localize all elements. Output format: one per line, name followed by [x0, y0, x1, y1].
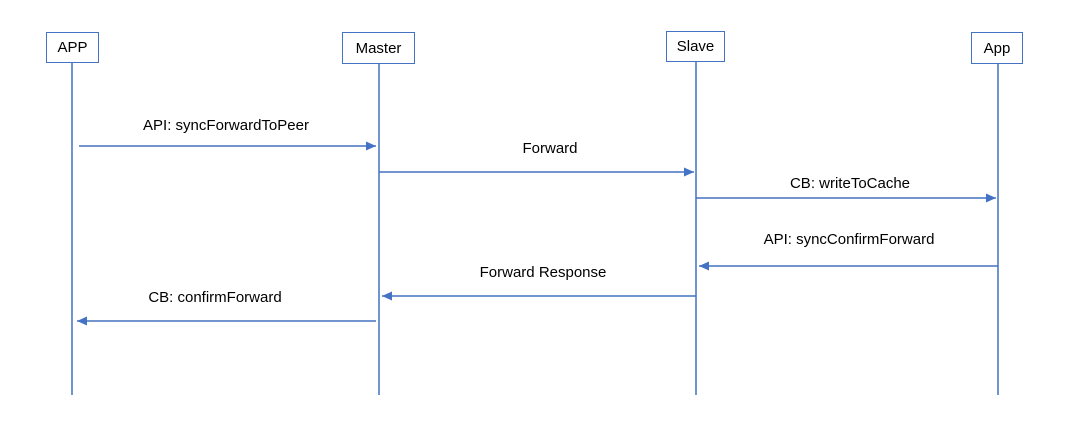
message-label-confirm-forward: CB: confirmForward [148, 289, 282, 306]
actor-label-master: Master [355, 39, 402, 57]
actor-box-slave: Slave [666, 31, 725, 62]
message-label-sync-confirm-forward: API: syncConfirmForward [763, 231, 935, 248]
actor-label-app-left: APP [57, 39, 88, 56]
message-label-forward: Forward [522, 140, 578, 157]
actor-box-app-left: APP [46, 32, 99, 63]
actor-label-slave: Slave [676, 38, 715, 55]
message-label-write-to-cache: CB: writeToCache [789, 175, 911, 192]
actor-box-app-right: App [971, 32, 1023, 64]
message-label-sync-forward-to-peer: API: syncForwardToPeer [143, 117, 309, 134]
message-label-forward-response: Forward Response [479, 264, 607, 281]
actor-box-master: Master [342, 32, 415, 64]
actor-label-app-right: App [983, 39, 1011, 57]
